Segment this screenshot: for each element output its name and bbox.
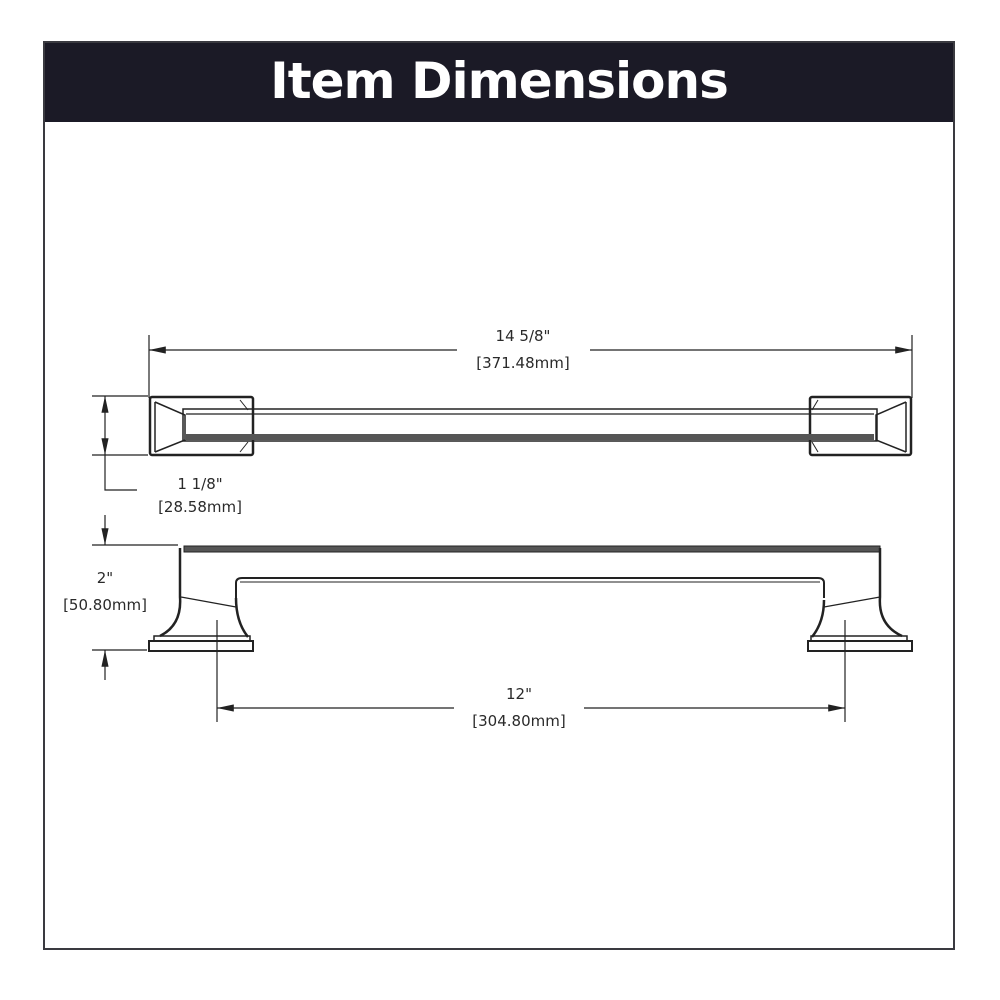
center-to-center-imperial: 12" (506, 685, 532, 703)
page-title: Item Dimensions (270, 51, 729, 110)
top-view (92, 335, 913, 491)
width-metric: [28.58mm] (158, 498, 242, 516)
overall-length-imperial: 14 5/8" (496, 327, 551, 345)
diagram-frame: Item Dimensions (43, 41, 955, 950)
height-imperial: 2" (97, 569, 113, 587)
side-view (92, 515, 913, 722)
height-metric: [50.80mm] (63, 596, 147, 614)
header-banner: Item Dimensions (45, 43, 953, 122)
center-to-center-metric: [304.80mm] (472, 712, 565, 730)
overall-length-metric: [371.48mm] (476, 354, 569, 372)
width-imperial: 1 1/8" (177, 475, 222, 493)
